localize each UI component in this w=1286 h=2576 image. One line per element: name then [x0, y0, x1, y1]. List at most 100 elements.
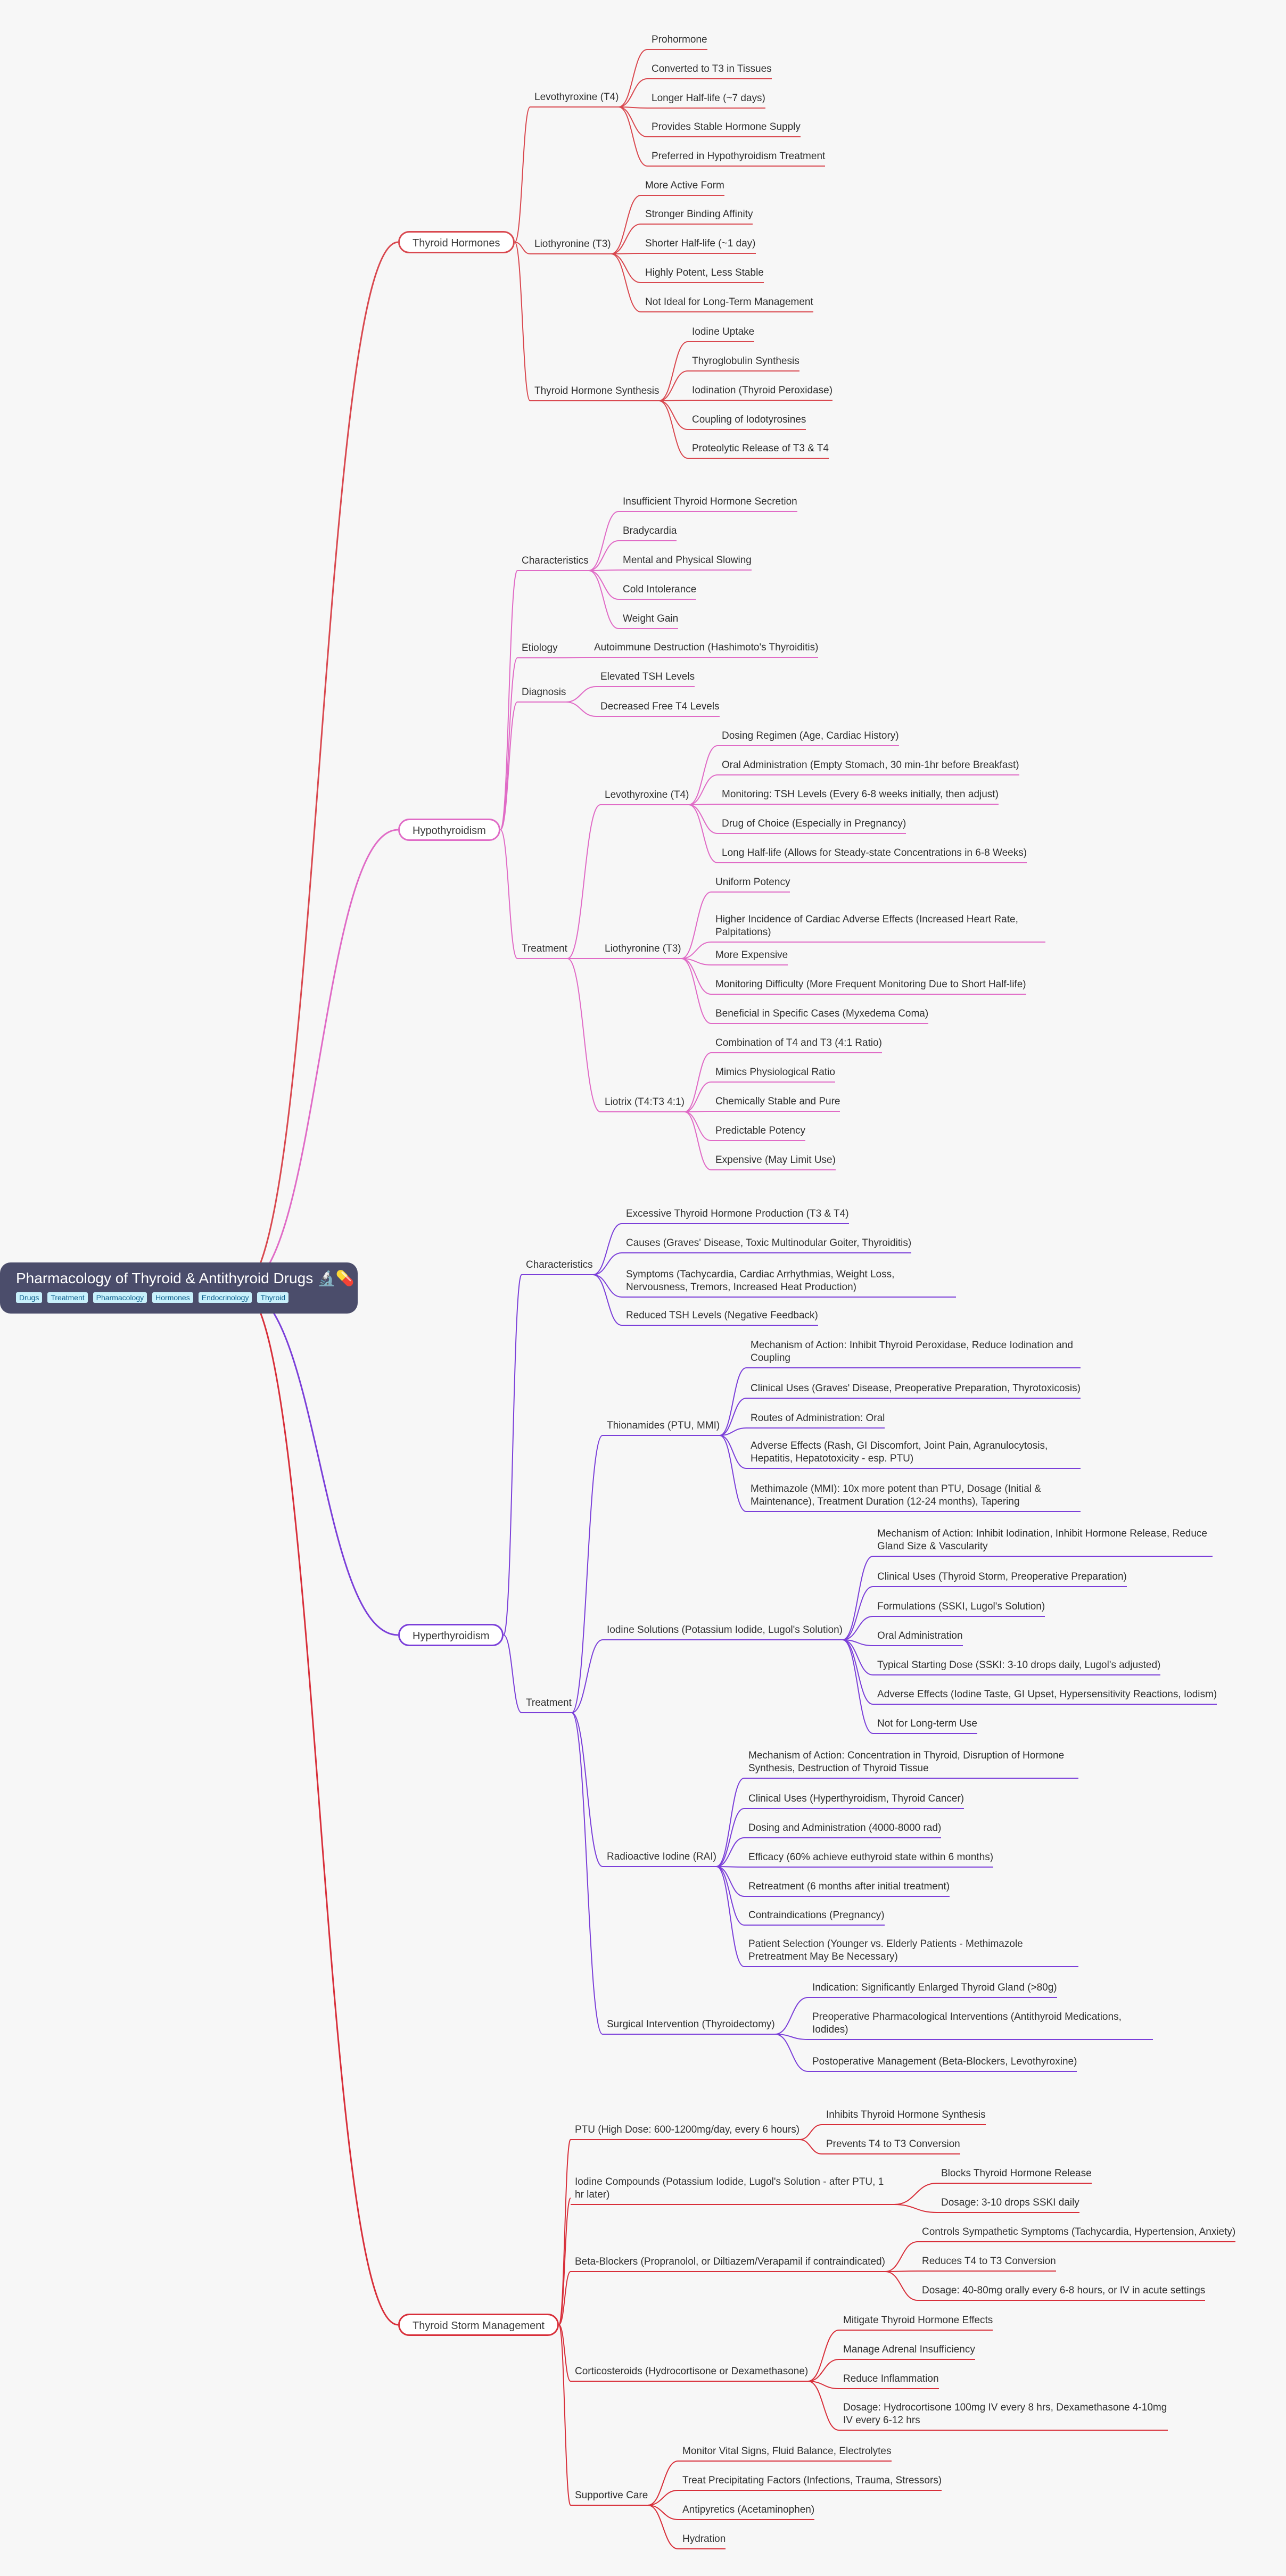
hyperthyroidism-node-1-2-leaf-6[interactable]: Patient Selection (Younger vs. Elderly P…: [748, 1938, 1023, 1962]
thyroid-hormones-node-2-leaf-1[interactable]: Thyroglobulin Synthesis: [692, 356, 799, 367]
hypothyroidism-node-3-2-leaf-1[interactable]: Mimics Physiological Ratio: [715, 1067, 835, 1078]
branch-hyperthyroidism[interactable]: Hyperthyroidism: [398, 1624, 504, 1646]
hypothyroidism-node-0-leaf-3[interactable]: Cold Intolerance: [623, 584, 697, 595]
thyroid-hormones-node-0-leaf-4[interactable]: Preferred in Hypothyroidism Treatment: [652, 151, 826, 162]
hypothyroidism-node-0-leaf-0[interactable]: Insufficient Thyroid Hormone Secretion: [623, 496, 797, 507]
thyroid-storm-node-3-leaf-0[interactable]: Mitigate Thyroid Hormone Effects: [843, 2315, 993, 2326]
hyperthyroidism-node-1-0-leaf-3[interactable]: Adverse Effects (Rash, GI Discomfort, Jo…: [751, 1440, 1048, 1464]
root-node[interactable]: Pharmacology of Thyroid & Antithyroid Dr…: [0, 1262, 358, 1314]
thyroid-storm-node-4[interactable]: Supportive Care: [575, 2490, 648, 2501]
thyroid-storm-node-0-leaf-0[interactable]: Inhibits Thyroid Hormone Synthesis: [826, 2109, 986, 2120]
hypothyroidism-node-0[interactable]: Characteristics: [522, 555, 589, 566]
tag-drugs[interactable]: Drugs: [16, 1292, 43, 1303]
hyperthyroidism-node-0-leaf-3[interactable]: Reduced TSH Levels (Negative Feedback): [626, 1310, 818, 1321]
hyperthyroidism-node-1-1-leaf-3[interactable]: Oral Administration: [877, 1630, 963, 1641]
hypothyroidism-node-3-0-leaf-1[interactable]: Oral Administration (Empty Stomach, 30 m…: [722, 759, 1019, 771]
hyperthyroidism-node-0-leaf-2[interactable]: Symptoms (Tachycardia, Cardiac Arrhythmi…: [626, 1269, 895, 1293]
hyperthyroidism-node-1-1-leaf-2[interactable]: Formulations (SSKI, Lugol's Solution): [877, 1601, 1045, 1612]
hypothyroidism-node-3-2-leaf-0[interactable]: Combination of T4 and T3 (4:1 Ratio): [715, 1037, 882, 1048]
hyperthyroidism-node-1-1-leaf-4[interactable]: Typical Starting Dose (SSKI: 3-10 drops …: [877, 1659, 1161, 1671]
hypothyroidism-node-3-0-leaf-3[interactable]: Drug of Choice (Especially in Pregnancy): [722, 818, 906, 829]
thyroid-storm-node-1-leaf-1[interactable]: Dosage: 3-10 drops SSKI daily: [941, 2197, 1079, 2208]
hyperthyroidism-node-1-2-leaf-5[interactable]: Contraindications (Pregnancy): [748, 1910, 885, 1921]
thyroid-hormones-node-1[interactable]: Liothyronine (T3): [534, 238, 611, 250]
hyperthyroidism-node-1-2[interactable]: Radioactive Iodine (RAI): [607, 1851, 716, 1862]
thyroid-storm-node-4-leaf-0[interactable]: Monitor Vital Signs, Fluid Balance, Elec…: [682, 2446, 892, 2457]
hypothyroidism-node-3[interactable]: Treatment: [522, 943, 567, 954]
thyroid-hormones-node-0-leaf-3[interactable]: Provides Stable Hormone Supply: [652, 121, 801, 133]
hyperthyroidism-node-0-leaf-1[interactable]: Causes (Graves' Disease, Toxic Multinodu…: [626, 1237, 912, 1249]
tag-endocrinology[interactable]: Endocrinology: [198, 1292, 252, 1303]
hyperthyroidism-node-1-0-leaf-1[interactable]: Clinical Uses (Graves' Disease, Preopera…: [751, 1383, 1081, 1394]
thyroid-storm-node-1-leaf-0[interactable]: Blocks Thyroid Hormone Release: [941, 2168, 1092, 2179]
thyroid-hormones-node-2-leaf-0[interactable]: Iodine Uptake: [692, 326, 755, 337]
hyperthyroidism-node-1-3-leaf-0[interactable]: Indication: Significantly Enlarged Thyro…: [812, 1982, 1057, 1993]
thyroid-hormones-node-0-leaf-0[interactable]: Prohormone: [652, 34, 707, 45]
hypothyroidism-node-3-1-leaf-1[interactable]: Higher Incidence of Cardiac Adverse Effe…: [715, 914, 1018, 938]
hyperthyroidism-node-1-1[interactable]: Iodine Solutions (Potassium Iodide, Lugo…: [607, 1624, 843, 1636]
thyroid-storm-node-4-leaf-1[interactable]: Treat Precipitating Factors (Infections,…: [682, 2475, 942, 2486]
hyperthyroidism-node-1-2-leaf-0[interactable]: Mechanism of Action: Concentration in Th…: [748, 1750, 1065, 1774]
tag-treatment[interactable]: Treatment: [47, 1292, 88, 1303]
thyroid-storm-node-2[interactable]: Beta-Blockers (Propranolol, or Diltiazem…: [575, 2256, 885, 2267]
thyroid-storm-node-0[interactable]: PTU (High Dose: 600-1200mg/day, every 6 …: [575, 2124, 800, 2135]
thyroid-hormones-node-2-leaf-4[interactable]: Proteolytic Release of T3 & T4: [692, 443, 829, 454]
tag-thyroid[interactable]: Thyroid: [257, 1292, 289, 1303]
hypothyroidism-node-3-2-leaf-3[interactable]: Predictable Potency: [715, 1125, 805, 1136]
hypothyroidism-node-3-2[interactable]: Liotrix (T4:T3 4:1): [605, 1096, 685, 1108]
hyperthyroidism-node-1[interactable]: Treatment: [526, 1697, 572, 1708]
hypothyroidism-node-3-0[interactable]: Levothyroxine (T4): [605, 789, 689, 800]
tag-hormones[interactable]: Hormones: [152, 1292, 193, 1303]
hyperthyroidism-node-1-2-leaf-2[interactable]: Dosing and Administration (4000-8000 rad…: [748, 1822, 942, 1834]
thyroid-hormones-node-1-leaf-2[interactable]: Shorter Half-life (~1 day): [645, 238, 756, 249]
hypothyroidism-node-3-0-leaf-0[interactable]: Dosing Regimen (Age, Cardiac History): [722, 730, 899, 741]
hypothyroidism-node-3-0-leaf-4[interactable]: Long Half-life (Allows for Steady-state …: [722, 847, 1027, 858]
thyroid-hormones-node-1-leaf-4[interactable]: Not Ideal for Long-Term Management: [645, 296, 813, 308]
hyperthyroidism-node-1-3[interactable]: Surgical Intervention (Thyroidectomy): [607, 2019, 775, 2030]
hypothyroidism-node-3-1[interactable]: Liothyronine (T3): [605, 943, 681, 954]
hypothyroidism-node-0-leaf-1[interactable]: Bradycardia: [623, 525, 677, 536]
hyperthyroidism-node-1-1-leaf-6[interactable]: Not for Long-term Use: [877, 1718, 977, 1729]
hyperthyroidism-node-1-3-leaf-1[interactable]: Preoperative Pharmacological Interventio…: [812, 2011, 1122, 2035]
thyroid-storm-node-3-leaf-2[interactable]: Reduce Inflammation: [843, 2373, 939, 2384]
thyroid-storm-node-2-leaf-2[interactable]: Dosage: 40-80mg orally every 6-8 hours, …: [922, 2285, 1206, 2296]
hypothyroidism-node-3-2-leaf-4[interactable]: Expensive (May Limit Use): [715, 1154, 836, 1166]
thyroid-hormones-node-0-leaf-2[interactable]: Longer Half-life (~7 days): [652, 93, 765, 104]
hypothyroidism-node-3-1-leaf-3[interactable]: Monitoring Difficulty (More Frequent Mon…: [715, 979, 1026, 990]
thyroid-storm-node-4-leaf-2[interactable]: Antipyretics (Acetaminophen): [682, 2504, 815, 2515]
hypothyroidism-node-3-2-leaf-2[interactable]: Chemically Stable and Pure: [715, 1096, 840, 1107]
hyperthyroidism-node-1-0-leaf-0[interactable]: Mechanism of Action: Inhibit Thyroid Per…: [751, 1340, 1073, 1364]
hyperthyroidism-node-1-2-leaf-3[interactable]: Efficacy (60% achieve euthyroid state wi…: [748, 1852, 994, 1863]
hypothyroidism-node-1-leaf-0[interactable]: Autoimmune Destruction (Hashimoto's Thyr…: [594, 642, 819, 653]
thyroid-storm-node-3-leaf-1[interactable]: Manage Adrenal Insufficiency: [843, 2344, 975, 2355]
hypothyroidism-node-2-leaf-1[interactable]: Decreased Free T4 Levels: [600, 701, 720, 712]
hyperthyroidism-node-1-1-leaf-5[interactable]: Adverse Effects (Iodine Taste, GI Upset,…: [877, 1689, 1217, 1700]
hyperthyroidism-node-0[interactable]: Characteristics: [526, 1259, 593, 1270]
hyperthyroidism-node-1-0-leaf-2[interactable]: Routes of Administration: Oral: [751, 1413, 885, 1424]
hyperthyroidism-node-1-0-leaf-4[interactable]: Methimazole (MMI): 10x more potent than …: [751, 1483, 1041, 1507]
thyroid-hormones-node-2-leaf-3[interactable]: Coupling of Iodotyrosines: [692, 414, 806, 425]
thyroid-hormones-node-0-leaf-1[interactable]: Converted to T3 in Tissues: [652, 63, 772, 75]
thyroid-storm-node-3-leaf-3[interactable]: Dosage: Hydrocortisone 100mg IV every 8 …: [843, 2402, 1167, 2426]
hyperthyroidism-node-1-1-leaf-0[interactable]: Mechanism of Action: Inhibit Iodination,…: [877, 1528, 1207, 1552]
hypothyroidism-node-3-1-leaf-0[interactable]: Uniform Potency: [715, 877, 790, 888]
thyroid-hormones-node-2[interactable]: Thyroid Hormone Synthesis: [534, 385, 660, 397]
hyperthyroidism-node-1-3-leaf-2[interactable]: Postoperative Management (Beta-Blockers,…: [812, 2056, 1077, 2067]
hypothyroidism-node-3-1-leaf-2[interactable]: More Expensive: [715, 950, 788, 961]
thyroid-hormones-node-2-leaf-2[interactable]: Iodination (Thyroid Peroxidase): [692, 385, 833, 396]
thyroid-storm-node-2-leaf-0[interactable]: Controls Sympathetic Symptoms (Tachycard…: [922, 2226, 1236, 2238]
branch-thyroid-storm[interactable]: Thyroid Storm Management: [398, 2314, 559, 2336]
thyroid-hormones-node-0[interactable]: Levothyroxine (T4): [534, 92, 619, 103]
tag-pharmacology[interactable]: Pharmacology: [93, 1292, 147, 1303]
thyroid-storm-node-1[interactable]: Iodine Compounds (Potassium Iodide, Lugo…: [575, 2176, 884, 2200]
hypothyroidism-node-2[interactable]: Diagnosis: [522, 687, 566, 698]
thyroid-hormones-node-1-leaf-1[interactable]: Stronger Binding Affinity: [645, 209, 753, 220]
hyperthyroidism-node-0-leaf-0[interactable]: Excessive Thyroid Hormone Production (T3…: [626, 1208, 849, 1219]
hypothyroidism-node-0-leaf-2[interactable]: Mental and Physical Slowing: [623, 555, 752, 566]
hyperthyroidism-node-1-2-leaf-4[interactable]: Retreatment (6 months after initial trea…: [748, 1881, 950, 1892]
hyperthyroidism-node-1-0[interactable]: Thionamides (PTU, MMI): [607, 1420, 720, 1431]
hyperthyroidism-node-1-1-leaf-1[interactable]: Clinical Uses (Thyroid Storm, Preoperati…: [877, 1571, 1127, 1582]
hypothyroidism-node-1[interactable]: Etiology: [522, 642, 558, 654]
thyroid-storm-node-2-leaf-1[interactable]: Reduces T4 to T3 Conversion: [922, 2256, 1056, 2267]
hypothyroidism-node-0-leaf-4[interactable]: Weight Gain: [623, 613, 679, 624]
